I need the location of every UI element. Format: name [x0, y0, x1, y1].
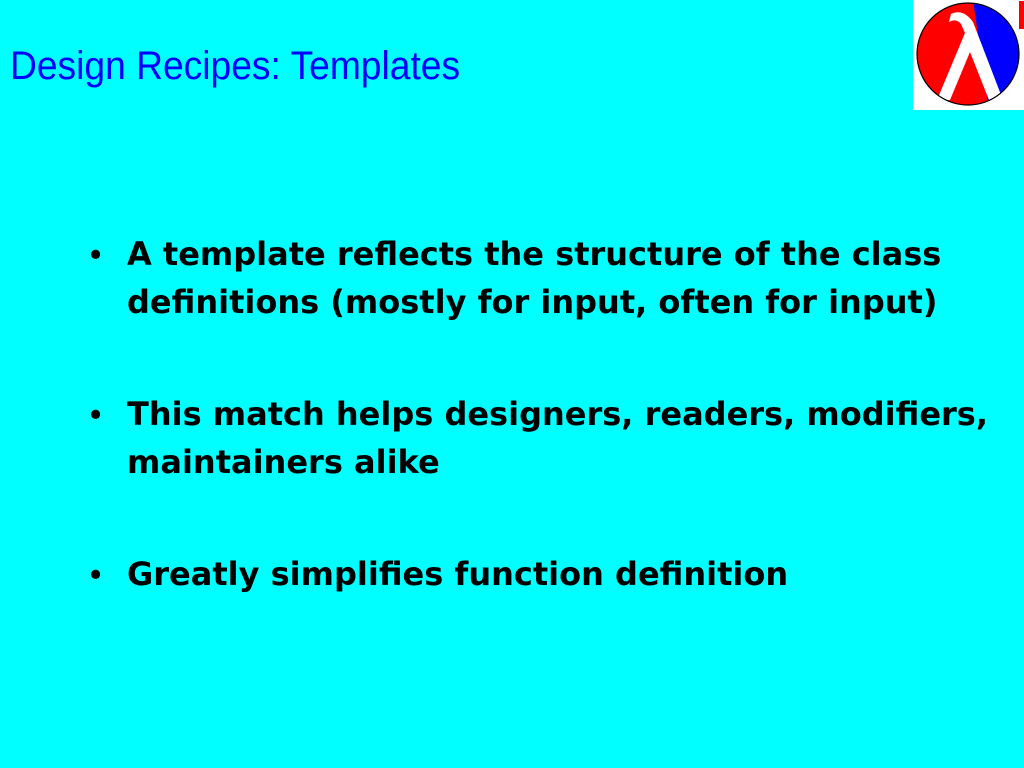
bullet-item: • Greatly simplifies function definition	[90, 550, 990, 598]
bullet-item: • This match helps designers, readers, m…	[90, 390, 990, 486]
logo-box	[913, 0, 1024, 110]
bullet-dot-icon: •	[90, 236, 102, 272]
lambda-logo-icon	[916, 1, 1024, 106]
bullet-dot-icon: •	[90, 556, 102, 592]
bullet-list: • A template reflects the structure of t…	[90, 230, 990, 598]
bullet-text: A template reflects the structure of the…	[127, 235, 942, 321]
bullet-text: This match helps designers, readers, mod…	[127, 395, 988, 481]
logo-outline	[916, 2, 1020, 106]
logo-lambda-glyph	[937, 12, 1003, 101]
logo-red-edge	[1019, 1, 1024, 29]
bullet-item: • A template reflects the structure of t…	[90, 230, 990, 326]
bullet-text: Greatly simplifies function definition	[127, 555, 789, 593]
bullet-dot-icon: •	[90, 396, 102, 432]
slide-title: Design Recipes: Templates	[10, 44, 461, 88]
